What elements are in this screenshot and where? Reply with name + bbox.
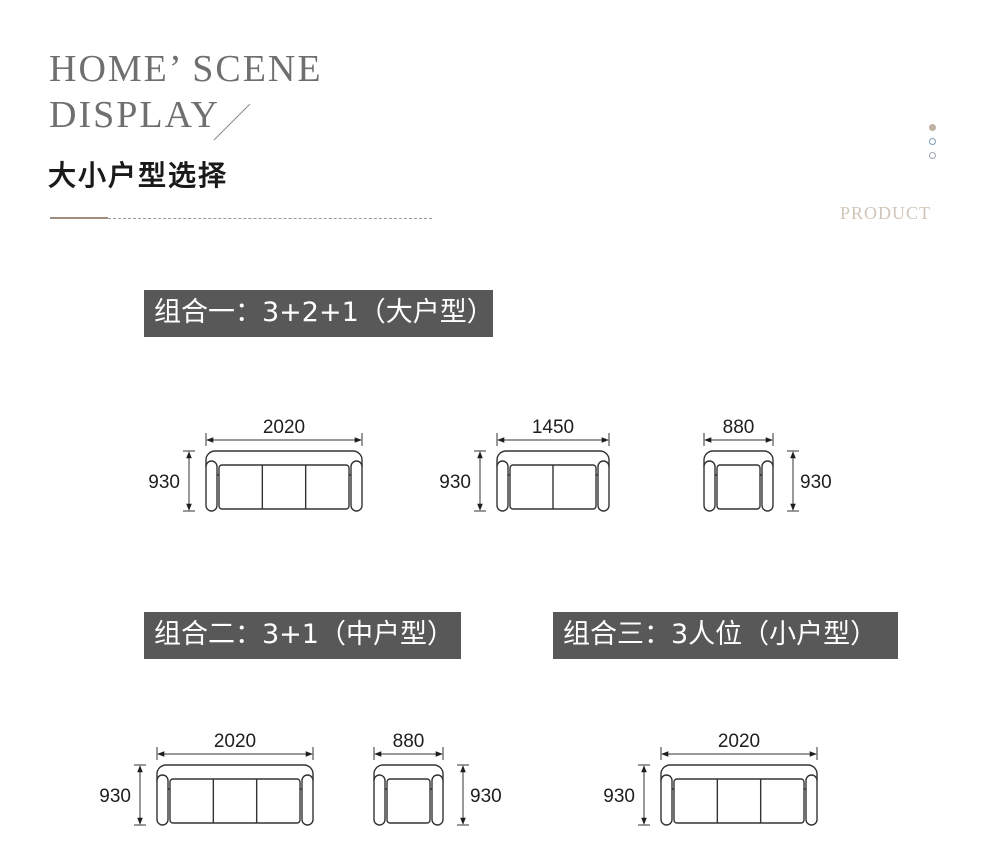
combo-label-3: 组合三：3人位（小户型） bbox=[553, 612, 898, 659]
combo1-sofa3-arm-right bbox=[761, 460, 774, 512]
title-line-2: DISPLAY bbox=[49, 94, 220, 136]
combo3-sofa1-height-label: 930 bbox=[603, 786, 635, 807]
combo2-sofa1-width-label: 2020 bbox=[214, 731, 256, 752]
combo1-sofa2-height-label: 930 bbox=[439, 472, 471, 493]
combo2-sofa1-arm-right bbox=[301, 774, 314, 826]
page-dot[interactable] bbox=[929, 152, 936, 159]
page-dot-active[interactable] bbox=[929, 124, 936, 131]
combo1-sofa1-height-label: 930 bbox=[148, 472, 180, 493]
combo2-sofa1-seat bbox=[169, 778, 301, 824]
combo3-sofa1-arm-right bbox=[805, 774, 818, 826]
combo1-sofa1-arm-left bbox=[205, 460, 218, 512]
combo1-sofa3-height-label: 930 bbox=[800, 472, 832, 493]
slash-decoration bbox=[213, 103, 251, 141]
combo1-sofa1-width-label: 2020 bbox=[263, 417, 305, 438]
combo3-sofa1-arm-left bbox=[660, 774, 673, 826]
combo1-sofa3-width-label: 880 bbox=[723, 417, 755, 438]
combo1-sofa2-arm-right bbox=[597, 460, 610, 512]
combo1-sofa2-width-label: 1450 bbox=[532, 417, 574, 438]
combo-label-1: 组合一：3+2+1（大户型） bbox=[144, 290, 494, 337]
section-title: 大小户型选择 bbox=[48, 159, 229, 192]
combo2-sofa1-arm-left bbox=[156, 774, 169, 826]
combo-label-2: 组合二：3+1（中户型） bbox=[144, 612, 461, 659]
title-line-1: HOME’ SCENE bbox=[49, 48, 323, 90]
product-label: PRODUCT bbox=[840, 203, 932, 223]
combo3-sofa1-seat bbox=[673, 778, 805, 824]
page-dot[interactable] bbox=[929, 138, 936, 145]
combo1-sofa3-arm-left bbox=[703, 460, 716, 512]
combo3-sofa1-width-label: 2020 bbox=[718, 731, 760, 752]
title-divider bbox=[50, 216, 432, 220]
combo1-sofa1-arm-right bbox=[350, 460, 363, 512]
pagination-dots[interactable] bbox=[929, 124, 939, 164]
combo2-sofa2-arm-right bbox=[431, 774, 444, 826]
combo2-sofa2-seat bbox=[386, 778, 431, 824]
combo1-sofa1-seat bbox=[218, 464, 350, 510]
combo2-sofa1-height-label: 930 bbox=[99, 786, 131, 807]
combo1-sofa2-arm-left bbox=[496, 460, 509, 512]
combo1-sofa3-seat bbox=[716, 464, 761, 510]
combo2-sofa2-arm-left bbox=[373, 774, 386, 826]
combo2-sofa2-width-label: 880 bbox=[393, 731, 425, 752]
combo2-sofa2-height-label: 930 bbox=[470, 786, 502, 807]
